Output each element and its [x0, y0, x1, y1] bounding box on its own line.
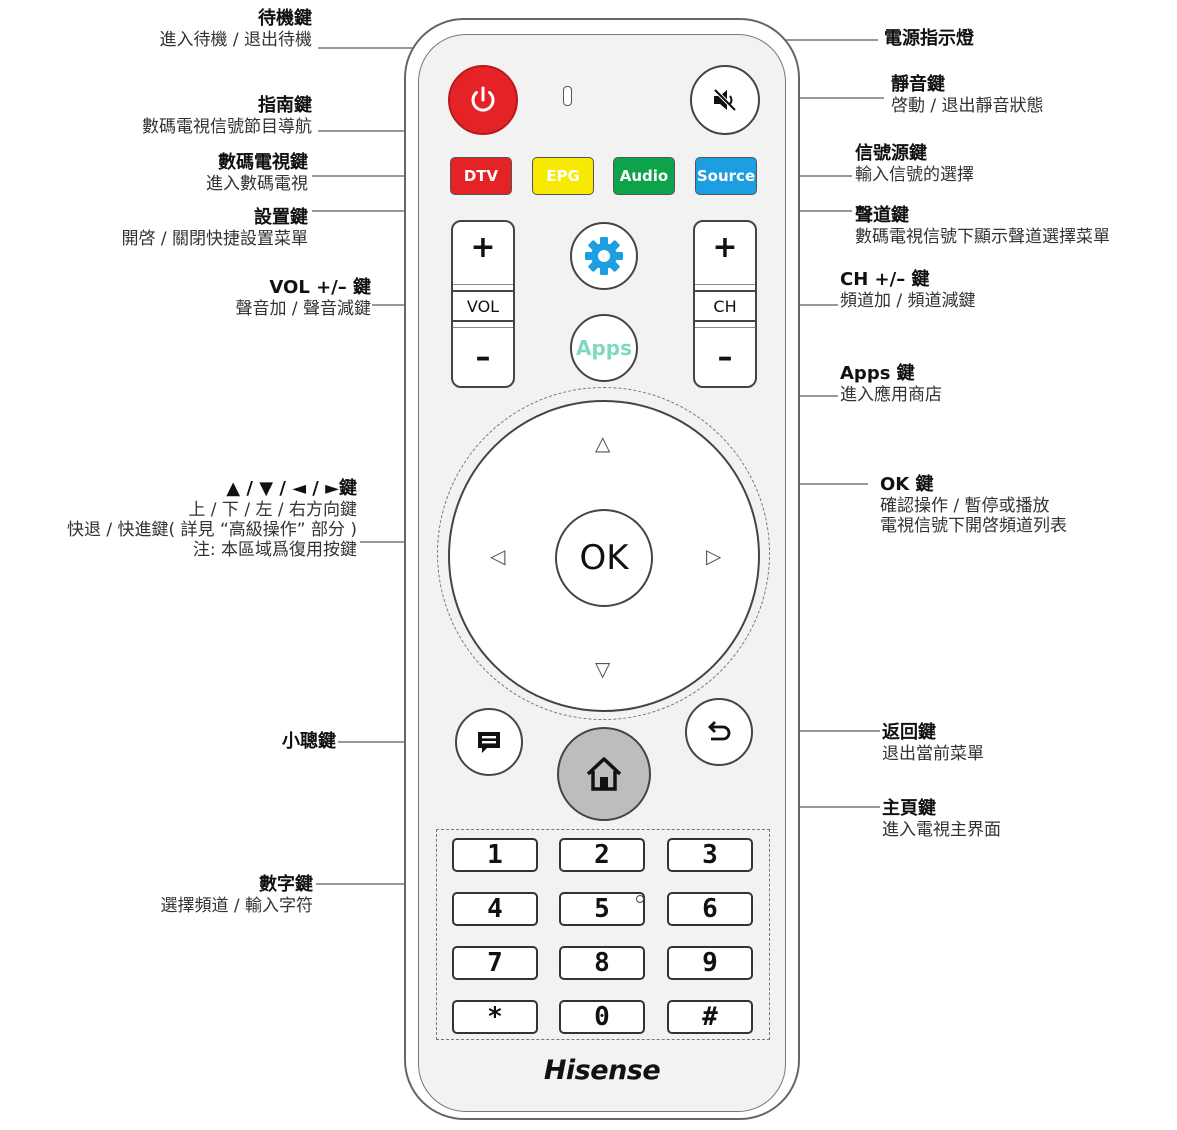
dtv-button[interactable]: DTV — [450, 157, 512, 195]
ch-rocker: + CH – — [693, 220, 757, 388]
dpad-title: ▲ / ▼ / ◄ / ►鍵 — [226, 478, 357, 499]
label-mute: 靜音鍵 啓動 / 退出靜音狀態 — [891, 74, 1044, 116]
audio-desc: 數碼電視信號下顯示聲道選擇菜單 — [855, 226, 1110, 247]
mute-button[interactable] — [690, 65, 760, 135]
star-button[interactable]: * — [452, 1000, 538, 1034]
vol-label: VOL — [453, 284, 513, 328]
ch-label: CH — [695, 284, 755, 328]
speech-bubble-icon — [478, 732, 500, 753]
ok-title: OK 鍵 — [880, 474, 934, 495]
numbers-desc: 選擇頻道 / 輸入字符 — [160, 895, 313, 916]
dpad-desc2: 快退 / 快進鍵( 詳見 “高級操作” 部分 ) — [66, 519, 357, 540]
back-desc: 退出當前菜單 — [882, 743, 984, 764]
back-button[interactable] — [685, 698, 753, 766]
label-ok: OK 鍵 確認操作 / 暫停或播放 電視信號下開啓頻道列表 — [880, 474, 1067, 536]
epg-button[interactable]: EPG — [532, 157, 594, 195]
brand-logo: Hisense — [543, 1055, 661, 1086]
left-arrow-button[interactable]: ◁ — [490, 544, 506, 568]
number-8-button[interactable]: 8 — [559, 946, 645, 980]
power-button[interactable] — [448, 65, 518, 135]
vol-desc: 聲音加 / 聲音減鍵 — [235, 298, 371, 319]
number-0-button[interactable]: 0 — [559, 1000, 645, 1034]
number-5-button[interactable]: 5 — [559, 892, 645, 926]
home-icon — [586, 757, 622, 791]
number-pad-area — [436, 829, 770, 1040]
up-arrow-button[interactable]: △ — [595, 431, 611, 455]
mute-title: 靜音鍵 — [891, 74, 945, 95]
dpad-desc1: 上 / 下 / 左 / 右方向鍵 — [188, 499, 357, 520]
audio-button[interactable]: Audio — [613, 157, 675, 195]
source-desc: 輸入信號的選擇 — [855, 164, 974, 185]
ch-up-button[interactable]: + — [712, 230, 738, 265]
right-arrow-button[interactable]: ▷ — [706, 544, 722, 568]
power-icon — [471, 86, 495, 112]
label-guide: 指南鍵 數碼電視信號節目導航 — [142, 95, 312, 137]
vol-up-button[interactable]: + — [470, 230, 496, 265]
vol-title: VOL +/– 鍵 — [269, 277, 371, 298]
settings-button[interactable] — [570, 222, 638, 290]
standby-title: 待機鍵 — [258, 8, 312, 29]
apps-desc: 進入應用商店 — [840, 384, 942, 405]
label-dpad: ▲ / ▼ / ◄ / ►鍵 上 / 下 / 左 / 右方向鍵 快退 / 快進鍵… — [67, 478, 357, 561]
home-button[interactable] — [557, 727, 651, 821]
dpad-desc3: 注: 本區域爲復用按鍵 — [192, 540, 357, 561]
numbers-title: 數字鍵 — [259, 874, 313, 895]
hash-button[interactable]: # — [667, 1000, 753, 1034]
label-dtv: 數碼電視鍵 進入數碼電視 — [206, 152, 308, 194]
vol-rocker: + VOL – — [451, 220, 515, 388]
dtv-desc: 進入數碼電視 — [206, 173, 308, 194]
settings-desc: 開啓 / 關閉快捷設置菜單 — [121, 228, 308, 249]
source-button[interactable]: Source — [695, 157, 757, 195]
ok-desc2: 電視信號下開啓頻道列表 — [880, 515, 1067, 536]
down-arrow-button[interactable]: ▽ — [595, 657, 611, 681]
standby-desc: 進入待機 / 退出待機 — [159, 29, 312, 50]
number-6-button[interactable]: 6 — [667, 892, 753, 926]
power-indicator-light — [563, 86, 572, 106]
guide-desc: 數碼電視信號節目導航 — [142, 116, 312, 137]
vol-down-button[interactable]: – — [475, 340, 491, 375]
label-audio: 聲道鍵 數碼電視信號下顯示聲道選擇菜單 — [855, 205, 1110, 247]
dtv-title: 數碼電視鍵 — [218, 152, 308, 173]
tactile-dot — [636, 895, 644, 903]
ch-title: CH +/– 鍵 — [840, 269, 930, 290]
gear-icon — [585, 237, 623, 275]
voice-button[interactable] — [455, 708, 523, 776]
power-indicator-title: 電源指示燈 — [884, 28, 974, 49]
guide-title: 指南鍵 — [258, 95, 312, 116]
voice-title: 小聰鍵 — [282, 731, 336, 752]
back-arrow-icon — [708, 721, 731, 741]
ok-button[interactable]: OK — [555, 509, 653, 607]
number-3-button[interactable]: 3 — [667, 838, 753, 872]
audio-title: 聲道鍵 — [855, 205, 909, 226]
apps-button[interactable]: Apps — [570, 314, 638, 382]
back-title: 返回鍵 — [882, 722, 936, 743]
number-1-button[interactable]: 1 — [452, 838, 538, 872]
label-standby: 待機鍵 進入待機 / 退出待機 — [159, 8, 312, 50]
home-title: 主頁鍵 — [882, 798, 936, 819]
number-7-button[interactable]: 7 — [452, 946, 538, 980]
label-voice: 小聰鍵 — [282, 731, 336, 753]
label-settings: 設置鍵 開啓 / 關閉快捷設置菜單 — [121, 207, 308, 249]
ok-desc1: 確認操作 / 暫停或播放 — [880, 495, 1050, 516]
label-apps: Apps 鍵 進入應用商店 — [840, 363, 942, 405]
label-vol: VOL +/– 鍵 聲音加 / 聲音減鍵 — [235, 277, 371, 319]
settings-title: 設置鍵 — [254, 207, 308, 228]
ch-desc: 頻道加 / 頻道減鍵 — [840, 290, 976, 311]
apps-title: Apps 鍵 — [840, 363, 915, 384]
label-numbers: 數字鍵 選擇頻道 / 輸入字符 — [160, 874, 313, 916]
label-home: 主頁鍵 進入電視主界面 — [882, 798, 1001, 840]
label-source: 信號源鍵 輸入信號的選擇 — [855, 143, 974, 185]
label-back: 返回鍵 退出當前菜單 — [882, 722, 984, 764]
number-2-button[interactable]: 2 — [559, 838, 645, 872]
mute-icon — [713, 88, 737, 112]
mute-desc: 啓動 / 退出靜音狀態 — [891, 95, 1044, 116]
home-desc: 進入電視主界面 — [882, 819, 1001, 840]
label-power-indicator: 電源指示燈 — [884, 28, 974, 50]
number-4-button[interactable]: 4 — [452, 892, 538, 926]
label-ch: CH +/– 鍵 頻道加 / 頻道減鍵 — [840, 269, 976, 311]
source-title: 信號源鍵 — [855, 143, 927, 164]
ch-down-button[interactable]: – — [717, 340, 733, 375]
dpad-dashed-outline — [437, 387, 770, 720]
number-9-button[interactable]: 9 — [667, 946, 753, 980]
